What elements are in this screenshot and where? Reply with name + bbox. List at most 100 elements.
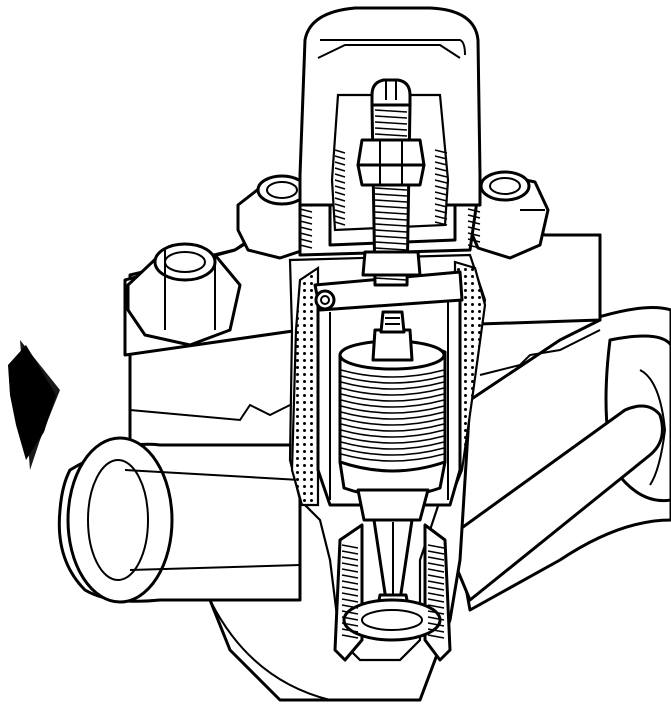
thread-line [334,167,346,172]
thread-line [374,211,408,215]
bellows-icon [338,339,447,498]
thread-line [427,544,445,549]
thread-line [341,592,359,597]
thread-line [467,226,481,231]
thread-line [334,155,346,160]
thread-line [341,604,359,609]
thread-line [427,556,445,561]
thread-line [427,628,445,633]
thread-line [341,544,359,549]
thread-line [427,616,445,621]
bellows-fold [340,417,445,426]
thread-line [334,209,346,214]
thread-line [374,199,408,203]
hex-nut-icon [371,310,414,362]
thread-line [427,592,445,597]
thread-line [467,214,481,219]
thread-line [374,115,408,119]
bellows-fold [340,411,445,420]
thread-line [434,215,448,220]
thread-line [341,550,359,555]
thread-line [341,628,359,633]
thread-line [374,205,408,209]
flow-arrow-icon [8,340,60,470]
thread-line [299,220,313,225]
thread-line [467,232,481,237]
thread-line [427,580,445,585]
thread-line [434,185,448,190]
thread-line [341,622,359,627]
thread-line [341,634,359,639]
thread-line [299,244,313,249]
thread-line [299,208,313,213]
thread-line [374,223,408,227]
thread-line [334,215,346,220]
bellows-fold [340,375,445,384]
thread-line [341,574,359,579]
thread-line [299,232,313,237]
bellows-fold [340,369,445,378]
thread-line [299,226,313,231]
thread-line [341,556,359,561]
thread-line [334,185,346,190]
thread-line [434,179,448,184]
lock-nut [356,138,426,187]
thread-line [434,173,448,178]
thread-line [341,562,359,567]
thread-line [374,217,408,221]
bellows-fold [340,393,445,402]
thread-line [334,161,346,166]
thread-line [427,598,445,603]
thread-line [427,622,445,627]
thread-line [374,277,408,281]
thread-line [434,209,448,214]
thread-line [434,191,448,196]
thread-line [374,247,408,251]
thread-line [434,149,448,154]
thread-line [467,220,481,225]
thread-line [341,586,359,591]
bellows-fold [340,405,445,414]
thread-line [427,586,445,591]
body-inlet [57,436,302,604]
thread-line [467,238,481,243]
thread-line [334,203,346,208]
thread-line [434,203,448,208]
thread-line [374,193,408,197]
thread-line [434,167,448,172]
bellows-fold [340,381,445,390]
thread-line [427,604,445,609]
thread-line [334,197,346,202]
thread-line [427,574,445,579]
thread-line [341,580,359,585]
bellows-fold [340,447,445,456]
thread-line [434,197,448,202]
thread-line [334,221,346,226]
thread-line [334,149,346,154]
thread-line [467,244,481,249]
hex-bolt-icon [126,242,242,347]
hex-nut-icon [361,250,422,277]
hex-bolt-icon [466,170,550,260]
bellows-fold [340,387,445,396]
bellows-fold [340,423,445,432]
thread-line [341,616,359,621]
thread-line [427,610,445,615]
thread-line [427,634,445,639]
thread-line [427,568,445,573]
thread-line [341,598,359,603]
thread-line [374,235,408,239]
thread-line [434,161,448,166]
thread-line [427,550,445,555]
thread-line [334,191,346,196]
bellows-fold [340,453,445,462]
thread-line [374,121,408,125]
thread-line [427,562,445,567]
thread-line [374,127,408,131]
bellows-fold [340,429,445,438]
thread-line [374,187,408,191]
thread-line [341,568,359,573]
thread-line [374,229,408,233]
thread-line [434,221,448,226]
